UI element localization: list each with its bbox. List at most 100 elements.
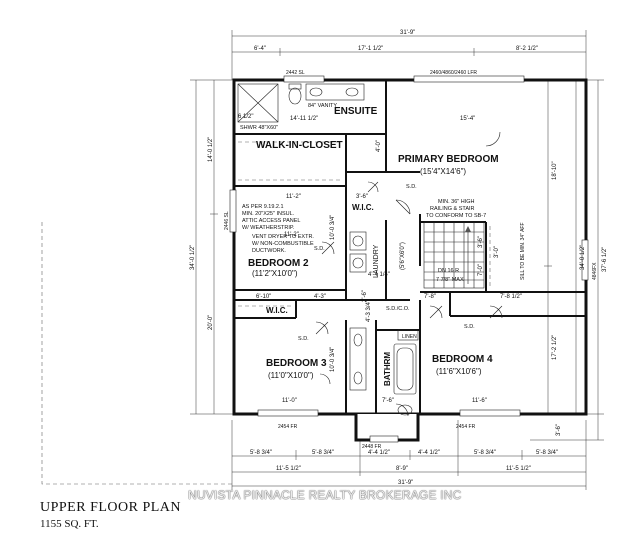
watermark: NUVISTA PINNACLE REALTY BROKERAGE INC <box>188 488 462 502</box>
smoke-detector-bedroom2: S.D. <box>314 246 325 252</box>
svg-text:17'-1 1/2": 17'-1 1/2" <box>358 46 383 52</box>
svg-text:MIN. 20"X25" INSUL.: MIN. 20"X25" INSUL. <box>242 211 295 217</box>
svg-text:3'-6": 3'-6" <box>356 194 368 200</box>
svg-text:RAILING & STAIR: RAILING & STAIR <box>430 206 475 212</box>
svg-text:MIN. 36" HIGH: MIN. 36" HIGH <box>438 199 475 205</box>
windows <box>229 75 589 443</box>
svg-text:7'-6": 7'-6" <box>382 398 394 404</box>
svg-text:11'-6": 11'-6" <box>472 398 487 404</box>
plan-area: 1155 SQ. FT. <box>40 518 99 530</box>
room-primary-bedroom-size: (15'4"X14'6") <box>420 167 466 176</box>
room-bedroom-3-size: (11'0"X10'0") <box>268 371 314 380</box>
vanity-sink-right <box>345 87 359 97</box>
window-label-2442: 2442 SL <box>286 70 305 76</box>
svg-text:4'-3 3/4": 4'-3 3/4" <box>366 300 372 322</box>
room-bedroom-4-size: (11'6"X10'6") <box>436 367 482 376</box>
room-bedroom-2: BEDROOM 2 <box>248 258 309 269</box>
window-label-4846: 4846FX <box>592 262 598 280</box>
room-linen: LINEN <box>402 334 417 340</box>
toilet-bathroom <box>397 404 413 416</box>
note-shower: SHWR 48"X60" <box>240 125 278 131</box>
toilet-ensuite <box>288 87 302 105</box>
note-attic-access: AS PER 9.19.2.1 MIN. 20"X25" INSUL. ATTI… <box>242 204 300 231</box>
svg-text:VENT DRYER TO EXTR.: VENT DRYER TO EXTR. <box>252 234 314 240</box>
svg-text:4'-4 1/2": 4'-4 1/2" <box>368 450 390 456</box>
svg-text:5'-8 3/4": 5'-8 3/4" <box>474 450 496 456</box>
svg-text:14'-11 1/2": 14'-11 1/2" <box>290 116 318 122</box>
svg-text:W/ NON-COMBUSTIBLE: W/ NON-COMBUSTIBLE <box>252 241 314 247</box>
svg-text:6 1/2": 6 1/2" <box>238 114 253 120</box>
svg-text:TO CONFORM TO SB-7: TO CONFORM TO SB-7 <box>426 213 486 219</box>
window-label-2446: 2446 SL <box>224 211 230 230</box>
svg-text:11'-5 1/2": 11'-5 1/2" <box>506 466 531 472</box>
room-bedroom-4: BEDROOM 4 <box>432 354 493 365</box>
svg-text:18'-10": 18'-10" <box>552 161 558 180</box>
svg-text:6'-4": 6'-4" <box>254 46 266 52</box>
svg-text:6'-10": 6'-10" <box>256 294 271 300</box>
svg-text:7 7/8" MAX: 7 7/8" MAX <box>436 277 464 283</box>
svg-text:3'-6": 3'-6" <box>556 424 562 436</box>
svg-text:11'-5 1/2": 11'-5 1/2" <box>276 466 301 472</box>
fixtures <box>237 83 491 416</box>
svg-text:15'-4": 15'-4" <box>460 116 475 122</box>
window-label-2448: 2448 FR <box>362 444 382 450</box>
svg-text:3'-6": 3'-6" <box>478 236 484 248</box>
bathroom-sink-top <box>353 333 363 347</box>
svg-text:5'-8 3/4": 5'-8 3/4" <box>536 450 558 456</box>
window-label-2454-right: 2454 FR <box>456 424 476 430</box>
vanity-sink-left <box>309 87 323 97</box>
svg-text:4'-4 1/2": 4'-4 1/2" <box>418 450 440 456</box>
svg-text:AS PER 9.19.2.1: AS PER 9.19.2.1 <box>242 204 284 210</box>
svg-text:8'-9": 8'-9" <box>396 466 408 472</box>
shower-fixture <box>237 83 279 123</box>
note-vanity: 84" VANITY <box>308 103 337 109</box>
window-label-2454-left: 2454 FR <box>278 424 298 430</box>
svg-text:4'-4 1/4": 4'-4 1/4" <box>368 272 390 278</box>
svg-text:7'-0": 7'-0" <box>478 264 484 276</box>
svg-text:DN 16 R: DN 16 R <box>438 268 459 274</box>
svg-text:4'-0": 4'-0" <box>376 140 382 152</box>
smoke-detector-primary: S.D. <box>406 184 417 190</box>
room-bedroom-3: BEDROOM 3 <box>266 358 327 369</box>
svg-text:11'-0": 11'-0" <box>282 398 297 404</box>
svg-text:20'-0": 20'-0" <box>208 315 214 330</box>
svg-text:5'-8 3/4": 5'-8 3/4" <box>250 450 272 456</box>
svg-text:10'-0 3/4": 10'-0 3/4" <box>330 347 336 372</box>
svg-text:8'-2 1/2": 8'-2 1/2" <box>516 46 538 52</box>
washer <box>349 231 367 251</box>
plan-title: UPPER FLOOR PLAN <box>40 500 182 515</box>
smoke-detector-bedroom3: S.D. <box>298 336 309 342</box>
interior-walls <box>234 80 586 414</box>
note-dryer-vent: VENT DRYER TO EXTR. W/ NON-COMBUSTIBLE D… <box>252 234 314 254</box>
window-label-top-right: 2460/4860/2460 LFR <box>430 70 477 76</box>
svg-text:10'-0 3/4": 10'-0 3/4" <box>330 215 336 240</box>
svg-text:11'-2": 11'-2" <box>284 232 299 238</box>
linen-closet <box>397 329 419 341</box>
svg-text:17'-2 1/2": 17'-2 1/2" <box>552 335 558 360</box>
svg-text:31'-9": 31'-9" <box>400 30 415 36</box>
svg-text:7'-8": 7'-8" <box>424 294 436 300</box>
room-laundry: LAUNDRY <box>373 244 380 278</box>
door-swings <box>315 131 503 417</box>
room-bathroom: BATHRM <box>383 352 392 386</box>
dimensions: 31'-9" 6'-4" 17'-1 1/2" 8'-2 1/2" 14'-11… <box>190 30 608 486</box>
svg-text:11'-2": 11'-2" <box>286 194 301 200</box>
bathtub <box>393 343 417 395</box>
svg-text:7'-8 1/2": 7'-8 1/2" <box>500 294 522 300</box>
smoke-co-detector-hall: S.D./C.O. <box>386 306 410 312</box>
room-wic-small: W.I.C. <box>352 203 374 212</box>
smoke-detector-bedroom4: S.D. <box>464 324 475 330</box>
svg-text:ATTIC ACCESS PANEL: ATTIC ACCESS PANEL <box>242 218 300 224</box>
note-stair-riser: DN 16 R 7 7/8" MAX <box>436 268 464 283</box>
room-primary-bedroom: PRIMARY BEDROOM <box>398 154 499 165</box>
room-walk-in-closet: WALK-IN-CLOSET <box>256 140 343 151</box>
svg-text:DUCTWORK.: DUCTWORK. <box>252 248 286 254</box>
svg-text:4'-3": 4'-3" <box>314 294 326 300</box>
bathroom-sink-bottom <box>353 371 363 385</box>
dryer <box>349 253 367 273</box>
room-ensuite: ENSUITE <box>334 106 378 117</box>
lot-outline <box>41 222 232 485</box>
note-sill-height: SILL TO BE MIN. 34" AFF <box>520 222 526 280</box>
svg-text:37'-6 1/2": 37'-6 1/2" <box>602 247 608 272</box>
